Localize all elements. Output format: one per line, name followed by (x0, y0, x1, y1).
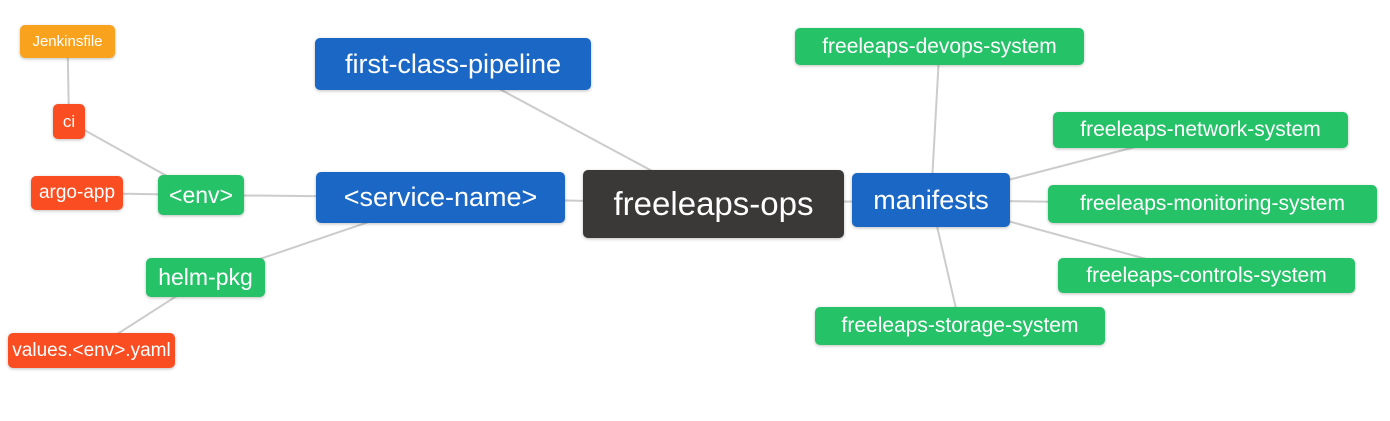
node-freeleaps-storage-system[interactable]: freeleaps-storage-system (815, 307, 1105, 345)
node-first-class-pipeline[interactable]: first-class-pipeline (315, 38, 591, 90)
node-freeleaps-devops-system[interactable]: freeleaps-devops-system (795, 28, 1084, 65)
node-jenkinsfile[interactable]: Jenkinsfile (20, 25, 115, 58)
node-freeleaps-ops[interactable]: freeleaps-ops (583, 170, 844, 238)
node-freeleaps-monitoring-system[interactable]: freeleaps-monitoring-system (1048, 185, 1377, 223)
node-manifests[interactable]: manifests (852, 173, 1010, 227)
node-service-name[interactable]: <service-name> (316, 172, 565, 223)
node-values-env-yaml[interactable]: values.<env>.yaml (8, 333, 175, 368)
node-ci[interactable]: ci (53, 104, 85, 139)
node-argo-app[interactable]: argo-app (31, 176, 123, 210)
node-helm-pkg[interactable]: helm-pkg (146, 258, 265, 297)
node-freeleaps-controls-system[interactable]: freeleaps-controls-system (1058, 258, 1355, 293)
node-freeleaps-network-system[interactable]: freeleaps-network-system (1053, 112, 1348, 148)
node-env[interactable]: <env> (158, 175, 244, 215)
